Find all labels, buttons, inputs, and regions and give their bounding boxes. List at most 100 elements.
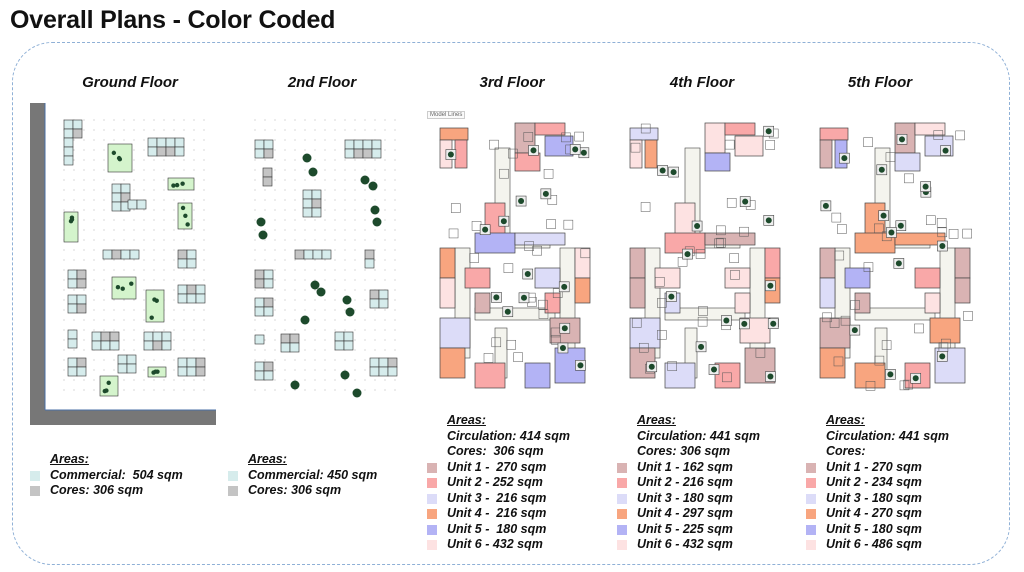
- grid-dot: [163, 179, 165, 181]
- legend-swatch-commercial: [30, 470, 40, 481]
- grid-dot: [173, 319, 175, 321]
- grid-dot: [344, 169, 346, 171]
- model-lines-tag: Model Lines: [427, 111, 466, 119]
- grid-dot: [254, 219, 256, 221]
- grid-dot: [254, 169, 256, 171]
- legend-swatch-unit5: [617, 524, 627, 535]
- grid-dot: [354, 129, 356, 131]
- grid-dot: [103, 259, 105, 261]
- grid-dot: [284, 209, 286, 211]
- grid-dot: [203, 169, 205, 171]
- grid-dot: [384, 169, 386, 171]
- grid-dot: [93, 319, 95, 321]
- grid-dot: [83, 389, 85, 391]
- grid-dot: [83, 349, 85, 351]
- grid-dot: [324, 159, 326, 161]
- grid-dot: [183, 169, 185, 171]
- legend-heading: Areas:: [637, 413, 676, 427]
- legend-item: Unit 1 - 270 sqm: [806, 460, 949, 476]
- grid-dot: [183, 279, 185, 281]
- grid-dot: [394, 389, 396, 391]
- grid-dot: [143, 309, 145, 311]
- grid-dot: [113, 269, 115, 271]
- grid-dot: [354, 369, 356, 371]
- grid-dot: [354, 379, 356, 381]
- room-outline: [881, 340, 892, 350]
- grid-dot: [294, 239, 296, 241]
- fifth-floor-plan: [819, 122, 973, 391]
- legend-item: Circulation: 441 sqm: [617, 429, 760, 445]
- grid-dot: [374, 239, 376, 241]
- commercial-cell: [378, 357, 389, 368]
- commercial-cell: [177, 293, 188, 304]
- grid-dot: [103, 289, 105, 291]
- commercial-cell: [109, 340, 120, 351]
- tree-icon: [316, 287, 326, 297]
- grid-dot: [274, 119, 276, 121]
- unit-unit5: [524, 362, 551, 389]
- legend-item: Cores: 306 sqm: [228, 483, 377, 499]
- legend-item: Cores: 306 sqm: [617, 444, 760, 460]
- grid-dot: [63, 209, 65, 211]
- grid-dot: [113, 299, 115, 301]
- grid-dot: [83, 139, 85, 141]
- grid-dot: [193, 379, 195, 381]
- unit-unit1: [954, 247, 971, 279]
- grid-dot: [274, 359, 276, 361]
- grid-dot: [394, 309, 396, 311]
- grid-dot: [284, 189, 286, 191]
- grid-dot: [284, 119, 286, 121]
- grid-dot: [314, 159, 316, 161]
- grid-dot: [163, 239, 165, 241]
- commercial-cell: [126, 354, 137, 365]
- grid-dot: [324, 209, 326, 211]
- grid-dot: [334, 249, 336, 251]
- commercial-cell: [364, 258, 375, 269]
- grid-dot: [123, 389, 125, 391]
- unit-unit4: [644, 139, 658, 169]
- grid-dot: [143, 279, 145, 281]
- grid-dot: [324, 379, 326, 381]
- commercial-cell: [312, 249, 323, 260]
- grid-dot: [264, 319, 266, 321]
- grid-dot: [83, 209, 85, 211]
- core-cell: [311, 198, 322, 209]
- room-outline: [657, 330, 667, 340]
- legend-heading: Areas:: [50, 452, 89, 466]
- legend-item: Unit 5 - 225 sqm: [617, 522, 760, 538]
- legend-text: Unit 5 - 180 sqm: [447, 521, 547, 536]
- core-cell: [109, 331, 120, 342]
- grid-dot: [183, 269, 185, 271]
- grid-dot: [364, 129, 366, 131]
- grid-dot: [254, 239, 256, 241]
- grid-dot: [344, 129, 346, 131]
- grid-dot: [183, 389, 185, 391]
- grid-dot: [73, 209, 75, 211]
- commercial-cell: [254, 297, 265, 308]
- grid-dot: [173, 309, 175, 311]
- grid-dot: [193, 309, 195, 311]
- unit-unit6: [734, 292, 751, 314]
- commercial-cell: [263, 306, 274, 317]
- commercial-cell: [161, 340, 172, 351]
- grid-dot: [143, 359, 145, 361]
- grid-dot: [173, 169, 175, 171]
- grid-dot: [163, 119, 165, 121]
- tree-icon: [360, 175, 370, 185]
- room-outline: [698, 306, 708, 316]
- grid-dot: [274, 249, 276, 251]
- commercial-cell: [111, 183, 122, 194]
- grid-dot: [274, 299, 276, 301]
- legend-swatch-cores: [228, 486, 238, 496]
- grid-dot: [364, 389, 366, 391]
- legend-item: Unit 3 - 180 sqm: [617, 491, 760, 507]
- legend-swatch-unit4: [617, 509, 627, 519]
- grid-dot: [103, 149, 105, 151]
- grid-dot: [374, 249, 376, 251]
- room-outline: [574, 131, 584, 142]
- grid-dot: [133, 189, 135, 191]
- commercial-cell: [152, 331, 163, 342]
- site-wall: [30, 103, 45, 425]
- grid-dot: [384, 249, 386, 251]
